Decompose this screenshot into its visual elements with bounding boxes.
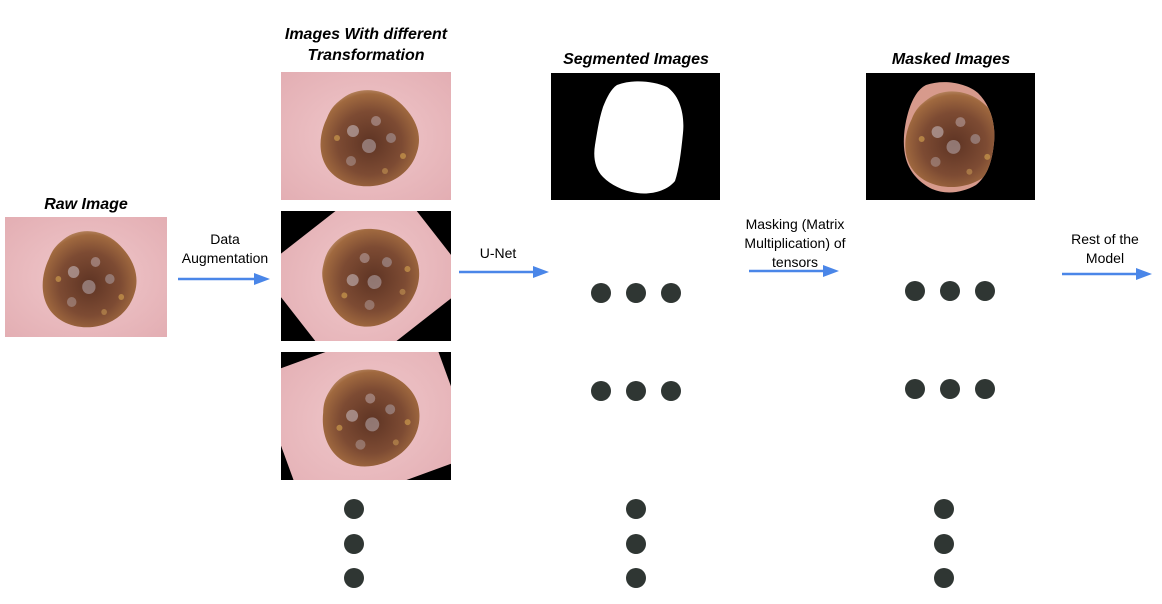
ellipsis-dot [940,379,960,399]
masked-title: Masked Images [891,51,1011,68]
raw-image [5,217,167,337]
masked-image [866,73,1035,200]
ellipsis-dot [344,499,364,519]
masking-label-line2: Multiplication) of [744,235,846,251]
ellipsis-dot [975,379,995,399]
augment-label-line2: Augmentation [181,250,269,266]
ellipsis-dot [661,381,681,401]
ellipsis-dot [626,534,646,554]
rest-label-line1: Rest of the [1071,231,1139,247]
segmented-image [551,73,720,200]
raw-image-title: Raw Image [44,196,128,213]
masking-arrow [749,265,839,277]
ellipsis-dot [934,534,954,554]
transformed-image-2 [281,211,451,341]
unet-arrow [459,266,549,278]
unet-label: U-Net [479,245,517,261]
ellipsis-dot [591,381,611,401]
ellipsis-dot [344,568,364,588]
segmented-title: Segmented Images [563,51,709,68]
rest-label-line2: Model [1085,250,1125,266]
ellipsis-dot [934,568,954,588]
ellipsis-dot [626,381,646,401]
ellipsis-dot [905,379,925,399]
transformed-image-1 [281,72,451,200]
transformed-image-3 [281,352,451,480]
ellipsis-dot [344,534,364,554]
transform-title-line1: Images With different [284,26,448,43]
rest-arrow [1062,268,1152,280]
ellipsis-dot [661,283,681,303]
ellipsis-dot [940,281,960,301]
masking-label-line1: Masking (Matrix [745,216,845,232]
ellipsis-dot [975,281,995,301]
augment-arrow [178,273,270,285]
ellipsis-dot [626,499,646,519]
transform-title-line2: Transformation [307,47,425,64]
ellipsis-dot [626,568,646,588]
masking-label-line3: tensors [772,254,818,270]
ellipsis-dot [934,499,954,519]
ellipsis-dot [591,283,611,303]
ellipsis-dot [626,283,646,303]
augment-label-line1: Data [210,231,240,247]
ellipsis-dot [905,281,925,301]
